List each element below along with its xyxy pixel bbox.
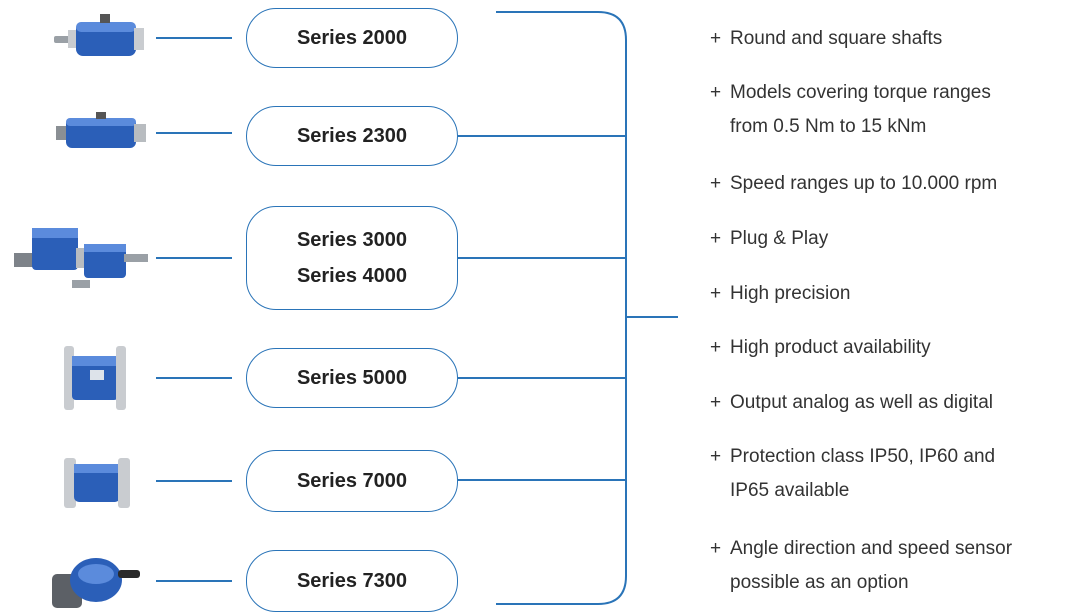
sensor-7300-image [52,558,140,608]
series-7000-label: Series 7000 [296,470,408,492]
feature-item: + Round and square shafts [710,22,1080,56]
series-2300-pill: Series 2300 [246,106,458,166]
feature-text: Round and square shafts [730,28,943,49]
feature-item: + High precision [710,277,1080,311]
sensor-5000-image [64,346,126,410]
plus-icon: + [710,392,722,413]
feature-text: Models covering torque ranges [730,82,991,103]
feature-text: High product availability [730,337,931,358]
feature-text-cont: possible as an option [730,572,909,593]
series-7300-pill: Series 7300 [246,550,458,612]
feature-text: High precision [730,283,851,304]
sensor-2000-image [54,14,144,56]
plus-icon: + [710,446,722,467]
feature-item: + Angle direction and speed sensor possib… [710,532,1080,600]
series-7300-label: Series 7300 [296,570,408,592]
series-5000-label: Series 5000 [296,367,408,389]
sensor-3000-4000-image [14,228,148,288]
plus-icon: + [710,538,722,559]
series-2000-label: Series 2000 [296,27,408,49]
plus-icon: + [710,283,722,304]
feature-text-cont: IP65 available [730,480,850,501]
series-2300-label: Series 2300 [296,125,408,147]
feature-text: Plug & Play [730,228,829,249]
feature-text: Output analog as well as digital [730,392,993,413]
feature-text: Protection class IP50, IP60 and [730,446,996,467]
plus-icon: + [710,173,722,194]
series-3000-label: Series 3000 [296,229,408,251]
feature-item: + Models covering torque ranges from 0.5 … [710,76,1080,144]
series-4000-label: Series 4000 [296,265,408,287]
bracket-connector [496,11,627,605]
feature-item: + Plug & Play [710,222,1080,256]
series-5000-pill: Series 5000 [246,348,458,408]
series-2000-pill: Series 2000 [246,8,458,68]
feature-item: + Protection class IP50, IP60 and IP65 av… [710,440,1080,508]
plus-icon: + [710,337,722,358]
sensor-2300-image [56,112,146,148]
series-7000-pill: Series 7000 [246,450,458,512]
feature-text-cont: from 0.5 Nm to 15 kNm [730,116,927,137]
plus-icon: + [710,82,722,103]
feature-item: + Output analog as well as digital [710,386,1080,420]
feature-item: + High product availability [710,331,1080,365]
plus-icon: + [710,228,722,249]
sensor-7000-image [64,458,130,508]
series-3000-4000-pill: Series 3000 Series 4000 [246,206,458,310]
feature-text: Angle direction and speed sensor [730,538,1013,559]
feature-text: Speed ranges up to 10.000 rpm [730,173,998,194]
feature-item: + Speed ranges up to 10.000 rpm [710,167,1080,201]
plus-icon: + [710,28,722,49]
